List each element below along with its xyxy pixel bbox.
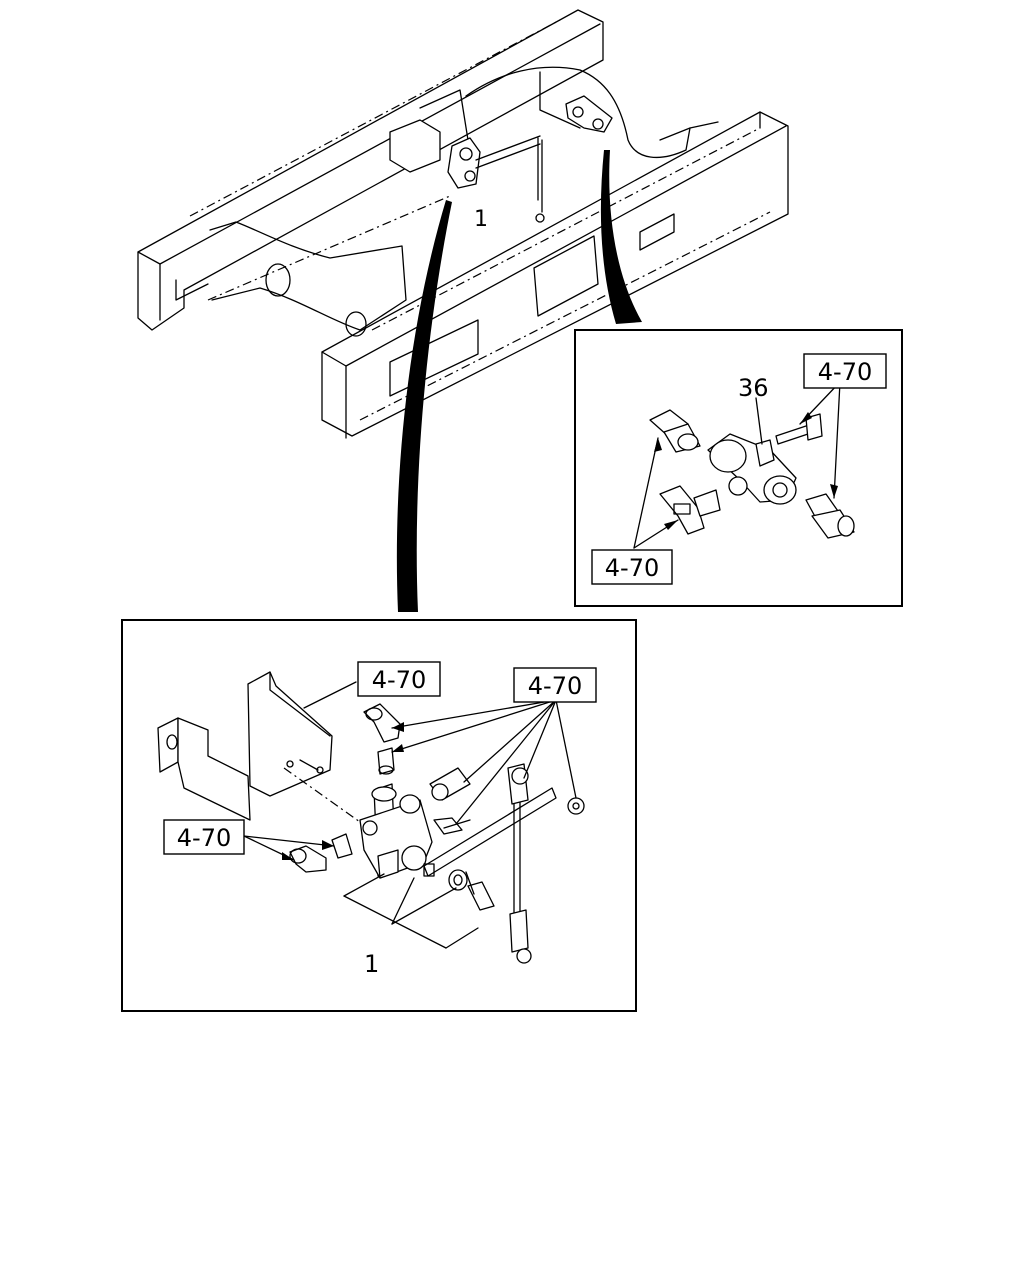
ref-tag-bottom-left: [163, 819, 245, 855]
bolt-lower-icon: [465, 871, 495, 911]
mounting-bracket: [157, 671, 333, 821]
bolt-upper-icon: [433, 817, 471, 835]
leader-wedge-right: [600, 150, 642, 324]
ref-label-right-bottom: 4-70: [605, 554, 659, 582]
ref-tag-right-top: [803, 353, 887, 389]
ref-tag-bottom-top-right: [513, 667, 597, 703]
valve-lever-arm: [423, 787, 557, 877]
detail-right-parts: [633, 381, 855, 549]
link-rod: [507, 763, 532, 964]
ref-label-right-top: 4-70: [818, 358, 872, 386]
overview-valve-right: [565, 95, 613, 133]
leveling-valve-icon: [359, 783, 433, 879]
elbow-fitting-top-icon: [363, 703, 401, 743]
bolt-icon: [775, 413, 823, 445]
straight-connector-right-icon: [805, 493, 855, 539]
washer-icon: [448, 869, 468, 891]
part-number-1: 1: [364, 950, 379, 978]
overview-callout-number: 1: [474, 207, 488, 232]
detail-bottom-parts: [157, 671, 585, 964]
cross-member-rear: [209, 221, 407, 331]
overview-valve-assembly: [389, 119, 545, 223]
elbow-fitting-left-icon: [289, 845, 327, 873]
elbow-connector-icon: [659, 485, 721, 535]
rail-opening-2: [533, 235, 599, 317]
ref-tag-right-bottom: [591, 549, 673, 585]
tee-valve-icon: [707, 433, 797, 505]
left-frame-rail: [137, 9, 604, 331]
chassis-frame-overview: 1: [137, 9, 789, 439]
straight-connector-icon: [649, 409, 701, 453]
ref-label-bottom-top-right: 4-70: [528, 672, 582, 700]
ref-tag-bottom-top-left: [357, 661, 441, 697]
nut-icon: [567, 797, 585, 815]
connector-fitting-icon: [429, 767, 471, 801]
rail-opening-1: [389, 319, 479, 397]
part-number-36: 36: [738, 374, 769, 402]
ref-label-bottom-left: 4-70: [177, 824, 231, 852]
cross-member-front: [465, 66, 691, 159]
leader-wedge-bottom: [396, 200, 452, 612]
ref-label-bottom-top-left: 4-70: [372, 666, 426, 694]
small-connector-icon: [331, 833, 353, 859]
nipple-fitting-icon: [377, 747, 395, 775]
